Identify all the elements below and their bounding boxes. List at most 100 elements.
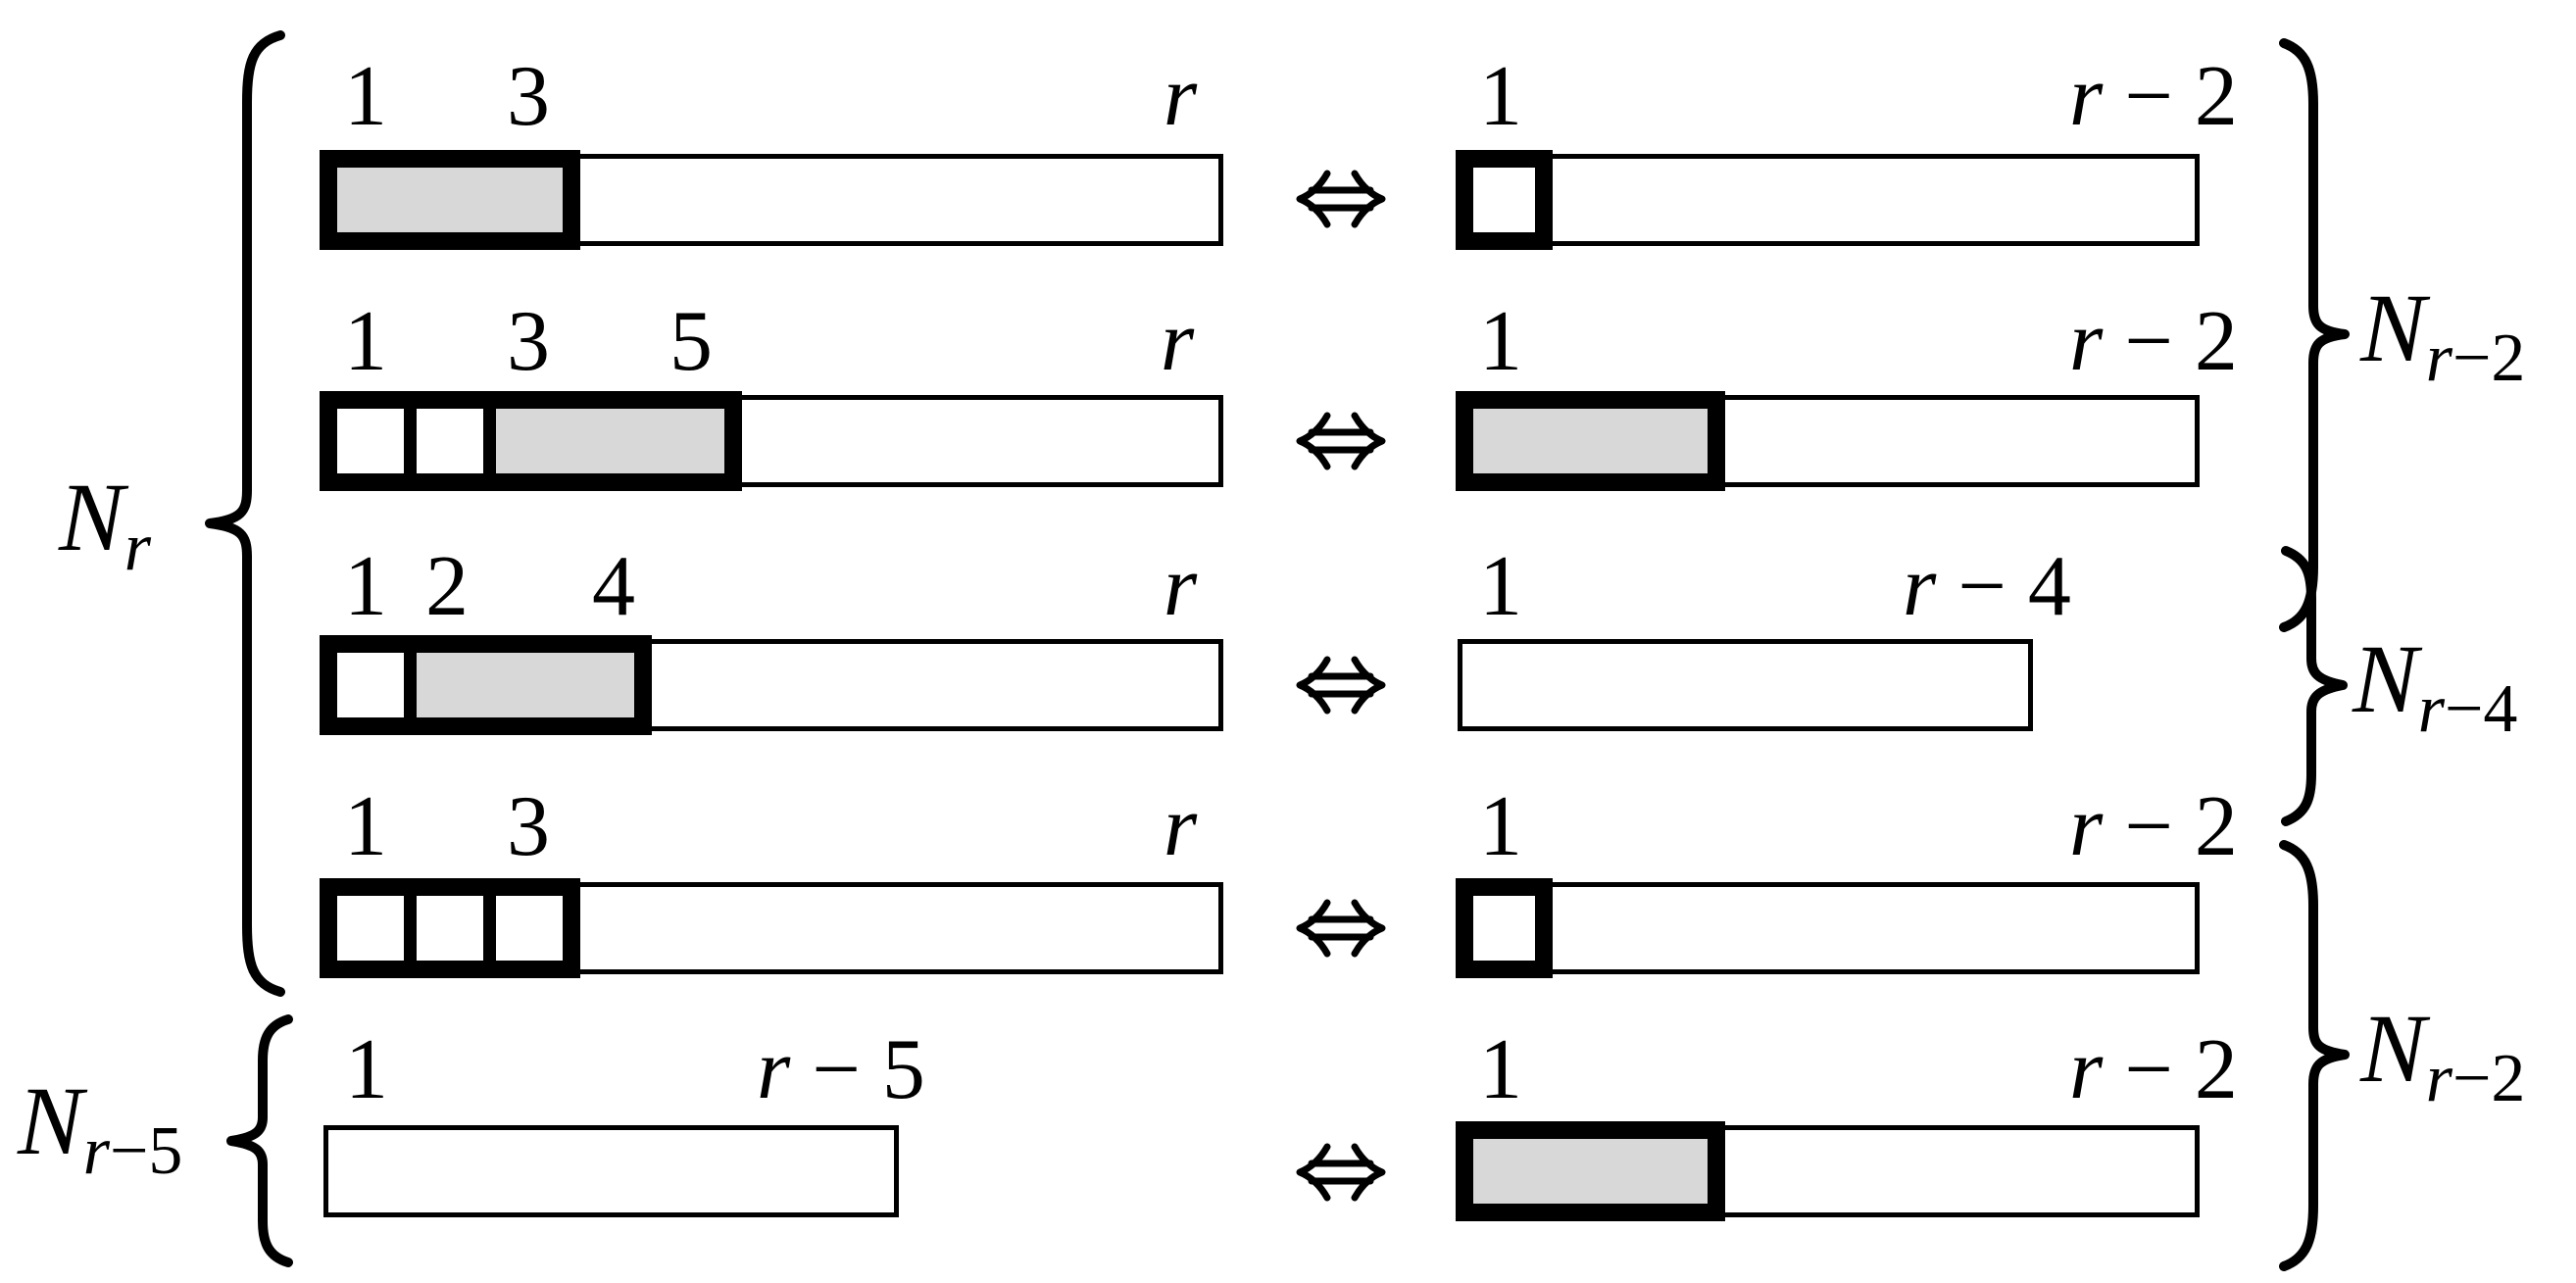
row-5-right-label-r-2: r − 2 xyxy=(2069,1027,2238,1113)
label-num: 4 xyxy=(592,539,635,634)
row-4-left-label-3: 3 xyxy=(507,784,550,870)
label-num: − 2 xyxy=(2103,49,2238,144)
row-2-left-cells xyxy=(320,391,742,491)
script-N: N xyxy=(18,1066,83,1175)
label-var: r xyxy=(2069,1022,2104,1117)
row-4-left-label-1: 1 xyxy=(344,784,387,870)
row-2-left-label-r: r xyxy=(1161,299,1194,385)
row-1-left-label-r: r xyxy=(1164,54,1197,140)
label-var: r xyxy=(2069,294,2104,389)
row-1-left-label-1: 1 xyxy=(344,54,387,140)
subscript-var: r xyxy=(2425,1040,2452,1116)
label-var: r xyxy=(1903,539,1937,634)
cell-divider xyxy=(483,409,496,473)
label-num: 1 xyxy=(1479,49,1522,144)
label-var: r xyxy=(2069,779,2104,874)
row-4-right-bar xyxy=(1458,882,2200,974)
row-4-right-label-1: 1 xyxy=(1479,784,1522,870)
subscript-num: −2 xyxy=(2452,1040,2526,1116)
row-3-right-label-1: 1 xyxy=(1479,544,1522,630)
row-1-right-label-r-2: r − 2 xyxy=(2069,54,2238,140)
label-num: 1 xyxy=(344,779,387,874)
row-2-left-label-1: 1 xyxy=(344,299,387,385)
set-label-N-r: Nr xyxy=(59,469,151,582)
label-var: r xyxy=(757,1022,791,1117)
row-3-right-bar xyxy=(1458,639,2033,731)
white-cell xyxy=(337,409,404,473)
row-3-left-label-r: r xyxy=(1164,544,1197,630)
left-main-brace xyxy=(205,30,285,997)
script-N: N xyxy=(2353,624,2418,733)
set-label-N-r-2-top: Nr−2 xyxy=(2360,279,2525,393)
label-num: 1 xyxy=(1479,779,1522,874)
set-label-N-r-4: Nr−4 xyxy=(2353,630,2517,744)
row-5-left-bar xyxy=(323,1125,899,1217)
label-num: − 4 xyxy=(1936,539,2071,634)
row-4-left-cells xyxy=(320,878,580,978)
label-num: − 5 xyxy=(790,1022,925,1117)
row-2-right-shaded-block xyxy=(1456,391,1725,491)
label-var: r xyxy=(1163,539,1198,634)
label-num: 3 xyxy=(507,49,550,144)
white-cell xyxy=(496,896,563,961)
row-1-right-white-cell xyxy=(1456,150,1553,250)
row-2-left-label-3: 3 xyxy=(507,299,550,385)
label-num: − 2 xyxy=(2103,1022,2238,1117)
label-num: − 2 xyxy=(2103,779,2238,874)
label-num: 5 xyxy=(669,294,713,389)
script-N: N xyxy=(2360,273,2426,382)
set-label-N-r-5: Nr−5 xyxy=(18,1072,182,1186)
script-N: N xyxy=(59,463,124,571)
label-num: 1 xyxy=(1479,539,1522,634)
row-2-left-label-5: 5 xyxy=(669,299,713,385)
equivalence-arrow-row-3 xyxy=(1296,656,1386,715)
subscript-var: r xyxy=(124,509,151,585)
right-top-brace xyxy=(2279,38,2350,632)
cell-divider xyxy=(404,653,417,717)
row-3-left-label-4: 4 xyxy=(592,544,635,630)
row-5-left-label-r-5: r − 5 xyxy=(757,1027,925,1113)
script-N: N xyxy=(2360,994,2426,1103)
label-num: 1 xyxy=(345,1022,388,1117)
subscript-num: −4 xyxy=(2444,670,2518,747)
row-1-left-shaded-block xyxy=(320,150,580,250)
shaded-cell xyxy=(417,653,634,717)
right-middle-brace xyxy=(2281,546,2348,826)
right-bottom-brace xyxy=(2279,840,2350,1271)
subscript-num: −2 xyxy=(2452,320,2526,396)
white-cell xyxy=(337,653,404,717)
row-2-right-label-1: 1 xyxy=(1479,299,1522,385)
equivalence-arrow-row-1 xyxy=(1296,170,1386,228)
label-num: 1 xyxy=(344,49,387,144)
row-1-right-label-1: 1 xyxy=(1479,54,1522,140)
label-var: r xyxy=(2069,49,2104,144)
label-num: − 2 xyxy=(2103,294,2238,389)
equivalence-arrow-row-5 xyxy=(1296,1143,1386,1202)
label-num: 3 xyxy=(507,294,550,389)
set-label-N-r-2-bottom: Nr−2 xyxy=(2360,1000,2525,1113)
row-3-left-label-2: 2 xyxy=(425,544,469,630)
row-2-right-label-r-2: r − 2 xyxy=(2069,299,2238,385)
label-num: 2 xyxy=(425,539,469,634)
row-5-right-shaded-block xyxy=(1456,1121,1725,1221)
left-small-brace xyxy=(226,1014,293,1267)
label-var: r xyxy=(1163,779,1198,874)
equivalence-arrow-row-2 xyxy=(1296,412,1386,470)
row-1-left-label-3: 3 xyxy=(507,54,550,140)
row-1-right-bar xyxy=(1458,154,2200,246)
subscript-var: r xyxy=(82,1112,110,1189)
row-3-left-cells xyxy=(320,635,652,735)
subscript-var: r xyxy=(2425,320,2452,396)
label-var: r xyxy=(1160,294,1195,389)
subscript-var: r xyxy=(2417,670,2445,747)
equivalence-arrow-row-4 xyxy=(1296,899,1386,958)
white-cell xyxy=(337,896,404,961)
row-3-right-label-r-4: r − 4 xyxy=(1903,544,2071,630)
cell-divider xyxy=(483,896,496,961)
label-var: r xyxy=(1163,49,1198,144)
label-num: 1 xyxy=(1479,294,1522,389)
cell-divider xyxy=(404,409,417,473)
white-cell xyxy=(417,896,483,961)
cell-divider xyxy=(404,896,417,961)
